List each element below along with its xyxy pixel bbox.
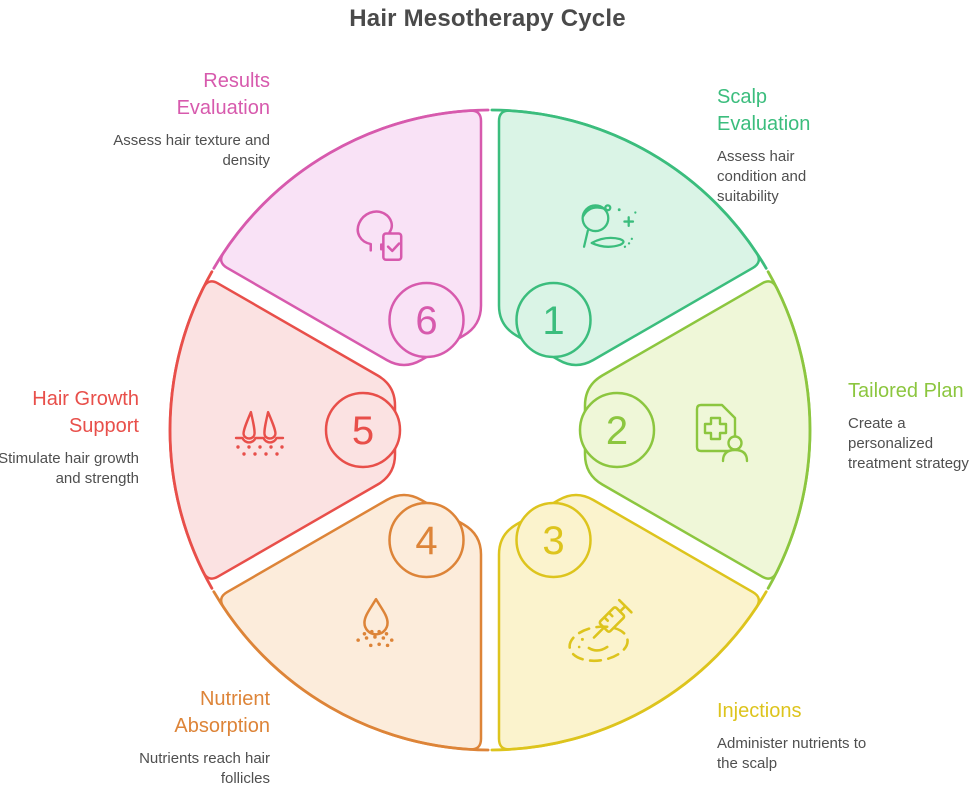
segment-3-outer-arc <box>490 590 768 752</box>
segment-3-description: Administer nutrients to the scalp <box>717 735 867 772</box>
segment-1-label-block: Scalp Evaluation Assess hair condition a… <box>717 84 839 207</box>
segment-5-label-block: Hair Growth Support Stimulate hair growt… <box>0 386 139 489</box>
syringe-icon <box>568 598 633 663</box>
segment-1-description: Assess hair condition and suitability <box>717 148 807 205</box>
segment-2-description: Create a personalized treatment strategy <box>848 415 969 472</box>
segment-4-label-block: Nutrient Absorption Nutrients reach hair… <box>113 686 270 789</box>
segment-6-label-block: Results Evaluation Assess hair texture a… <box>113 68 270 171</box>
page-title: Hair Mesotherapy Cycle <box>349 5 626 32</box>
segment-1-number-circle <box>515 281 592 359</box>
segment-6-number-circle <box>388 281 465 359</box>
hair-follicle-icon <box>234 410 285 456</box>
segment-1-title: Scalp Evaluation <box>717 86 811 135</box>
segment-1-number: 1 <box>542 299 564 343</box>
segment-5-description: Stimulate hair growth and strength <box>0 450 139 487</box>
segment-3-number: 3 <box>542 519 564 563</box>
segment-5-number-circle <box>324 391 402 469</box>
segment-3-number-circle <box>515 501 592 579</box>
segment-6-title: Results Evaluation <box>176 70 270 119</box>
segment-1-outer-arc <box>490 108 768 270</box>
segment-6-description: Assess hair texture and density <box>113 132 270 169</box>
droplet-absorption-icon <box>356 597 394 648</box>
segment-5-outer-arc <box>168 270 214 590</box>
scalp-exam-icon <box>581 204 637 248</box>
segment-4-outer-arc <box>212 590 490 752</box>
segment-4-number: 4 <box>415 519 437 563</box>
segment-5-number: 5 <box>352 409 374 453</box>
segment-6-number: 6 <box>415 299 437 343</box>
segment-2-number: 2 <box>606 409 628 453</box>
treatment-plan-icon <box>695 403 749 463</box>
segment-6-outer-arc <box>212 108 490 270</box>
head-checklist-icon <box>356 210 403 262</box>
segment-3-label-block: Injections Administer nutrients to the s… <box>717 698 882 774</box>
segment-2-outer-arc <box>766 270 812 590</box>
segment-4-description: Nutrients reach hair follicles <box>139 750 270 787</box>
segment-4-number-circle <box>388 501 465 579</box>
segment-2-number-circle <box>578 391 656 469</box>
segment-5-title: Hair Growth Support <box>32 388 139 437</box>
segment-2-title: Tailored Plan <box>848 380 964 402</box>
segment-4-title: Nutrient Absorption <box>174 688 270 737</box>
segment-3-title: Injections <box>717 700 802 722</box>
segment-2-label-block: Tailored Plan Create a personalized trea… <box>848 378 975 474</box>
